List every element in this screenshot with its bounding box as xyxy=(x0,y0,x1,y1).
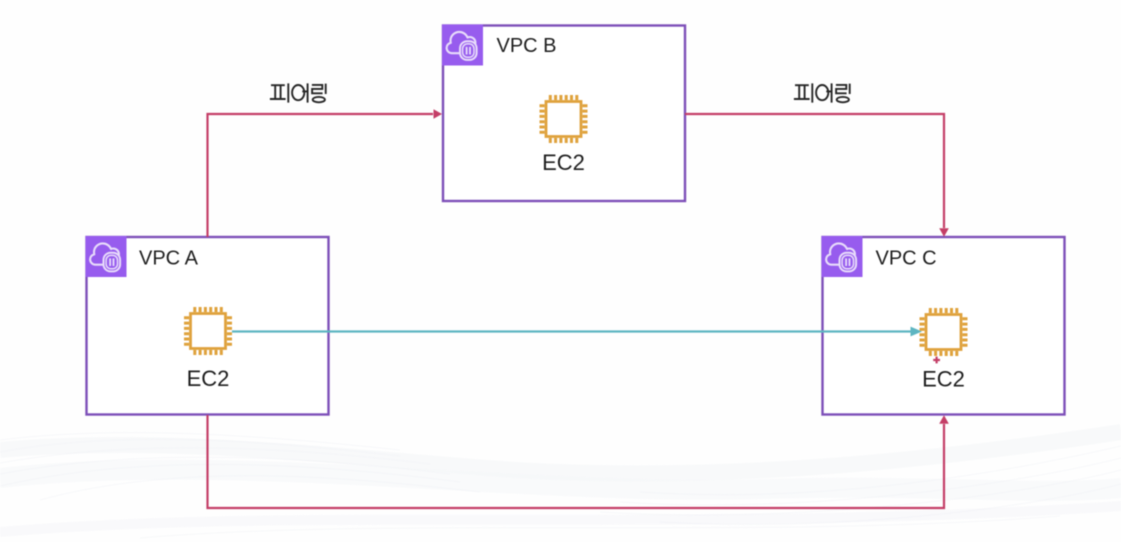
svg-text:VPC B: VPC B xyxy=(497,35,557,57)
svg-text:EC2: EC2 xyxy=(542,150,585,175)
svg-text:EC2: EC2 xyxy=(187,366,230,391)
svg-text:VPC C: VPC C xyxy=(876,248,937,270)
svg-text:EC2: EC2 xyxy=(922,367,965,392)
svg-text:VPC A: VPC A xyxy=(139,248,199,270)
